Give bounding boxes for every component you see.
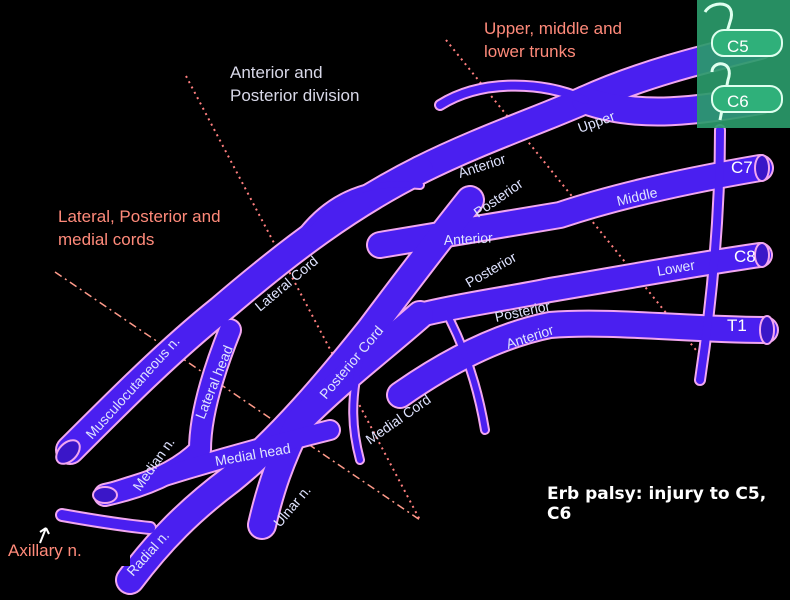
root-label-c6: C6 [727,92,749,111]
c5-root-loop [703,2,733,56]
c5-root [711,29,783,57]
right-margin [790,0,800,600]
branch-label-axillary: Axillary n. [8,541,82,560]
root-ends [55,154,775,504]
root-label-c7: C7 [731,158,753,177]
c6-root [711,85,783,113]
trunks-heading-line2: lower trunks [484,42,576,61]
divisions-heading-line2: Posterior division [230,86,359,105]
erb-palsy-note: Erb palsy: injury to C5, C6 [547,484,767,524]
root-label-c5: C5 [727,37,749,56]
axillary-arrow-icon [39,527,50,544]
c6-root-loop [710,62,731,121]
cords-heading-line2: medial cords [58,230,154,249]
trunk-label-lower: Lower [656,257,697,279]
divisions-heading-line1: Anterior and [230,63,323,82]
root-label-c8: C8 [734,247,756,266]
cords-heading-line1: Lateral, Posterior and [58,207,221,226]
trunks-heading-line1: Upper, middle and [484,19,622,38]
axillary-label-bg [0,536,130,566]
division-label-middle-anterior: Anterior [443,229,493,248]
cords-dashdot-line [54,271,421,521]
root-label-t1: T1 [727,316,747,335]
nerve-bodies [57,32,777,593]
